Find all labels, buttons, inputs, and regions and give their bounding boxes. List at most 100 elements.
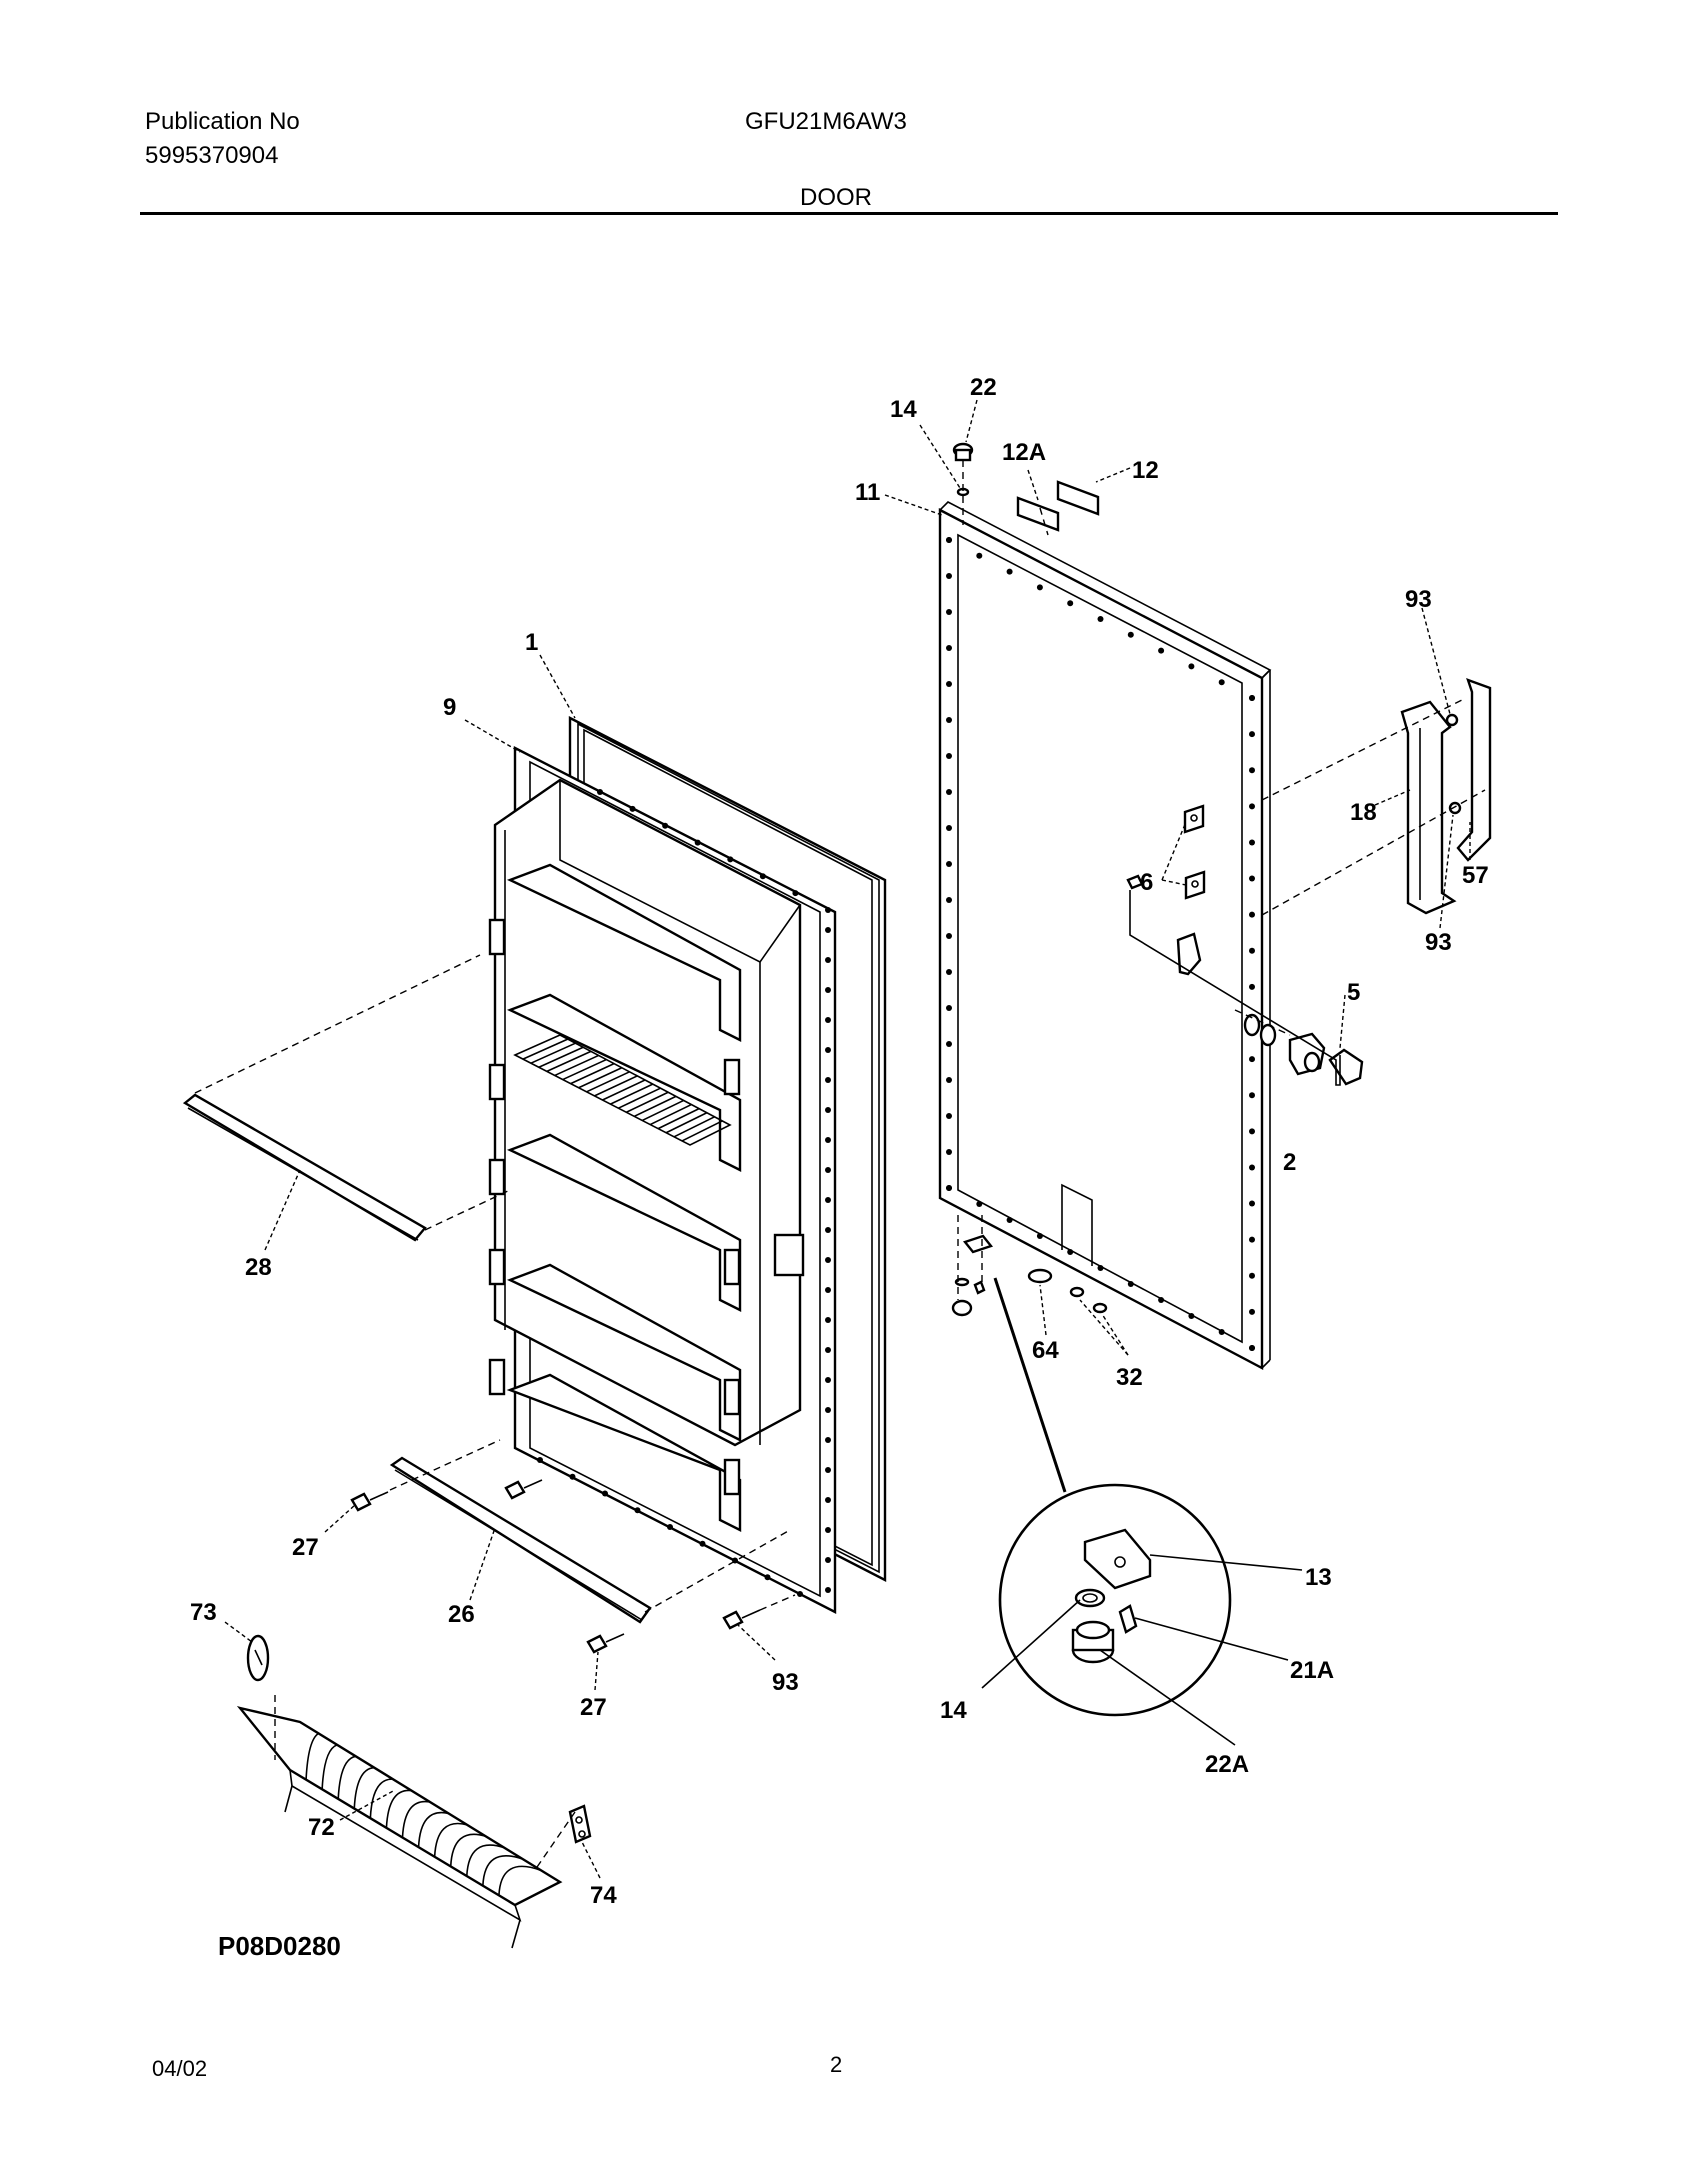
screw-hole xyxy=(694,839,701,846)
screw-hole xyxy=(946,969,952,975)
callout-2: 2 xyxy=(1283,1149,1296,1176)
screw-hole xyxy=(797,1591,803,1597)
screw-hole xyxy=(825,1587,831,1593)
rack-wire xyxy=(586,1071,630,1093)
screw-hole xyxy=(825,1077,831,1083)
alignment-lines xyxy=(194,460,1486,1871)
screw-hole xyxy=(946,1041,952,1047)
screw-hole xyxy=(1249,875,1255,882)
screw-hole xyxy=(825,1197,831,1203)
screw-hole xyxy=(825,1467,831,1473)
screw-hole xyxy=(825,1227,831,1233)
callout-27-left: 27 xyxy=(292,1534,319,1561)
screw-hole xyxy=(825,1317,831,1323)
callout-93-bottom: 93 xyxy=(772,1669,799,1696)
basket-rib xyxy=(321,1744,338,1790)
callout-64: 64 xyxy=(1032,1337,1059,1364)
label-12A xyxy=(1016,496,1060,532)
drawing-code: P08D0280 xyxy=(218,1931,341,1961)
screw-hole xyxy=(602,1490,608,1497)
screw-hole xyxy=(759,873,766,880)
screw-hole xyxy=(946,933,952,939)
screw-hole xyxy=(1036,584,1043,591)
callout-21A: 21A xyxy=(1290,1657,1334,1684)
handle-18 xyxy=(1400,700,1457,915)
rack-wire xyxy=(546,1050,592,1073)
clip-73 xyxy=(246,1634,270,1682)
rack-wire xyxy=(673,1116,715,1138)
screw-hole xyxy=(1127,1281,1134,1287)
screw-hole xyxy=(946,537,952,543)
handle-cover-57 xyxy=(1456,678,1492,862)
bracket-6-upper xyxy=(1183,804,1205,834)
screw-hole xyxy=(946,645,952,651)
screw-hole xyxy=(1097,1265,1104,1271)
screw-hole xyxy=(976,1201,983,1207)
screw-hole xyxy=(976,552,983,559)
screw-hole xyxy=(825,1167,831,1173)
basket-rib xyxy=(353,1766,375,1809)
screw-hole xyxy=(792,890,799,897)
rack-wire xyxy=(610,1083,654,1105)
screw-hole xyxy=(946,717,952,723)
rack-wire xyxy=(522,1038,569,1060)
screw-hole xyxy=(1249,1164,1255,1171)
rack-wire xyxy=(657,1107,700,1130)
hinge-detail-circle xyxy=(998,1483,1232,1717)
basket-rib xyxy=(305,1732,320,1780)
hinge-bushing-22 xyxy=(952,442,974,462)
rack-wire xyxy=(530,1042,576,1064)
plug-64 xyxy=(1027,1268,1053,1284)
rack-wire xyxy=(633,1095,677,1118)
screw-27-mid xyxy=(504,1479,543,1500)
model-number: GFU21M6AW3 xyxy=(745,108,907,135)
screw-hole xyxy=(825,1407,831,1413)
screws-32 xyxy=(1069,1286,1108,1314)
screw-hole xyxy=(1249,983,1255,990)
screw-hole xyxy=(946,609,952,615)
screw-hole xyxy=(825,1017,831,1023)
screw-hole xyxy=(1249,1056,1255,1063)
basket-rib xyxy=(337,1755,356,1799)
screw-hole xyxy=(1249,1128,1255,1135)
basket-rib xyxy=(449,1833,486,1867)
screw-hole xyxy=(946,1077,952,1083)
screw-hole xyxy=(825,1347,831,1353)
screw-hole xyxy=(825,1377,831,1383)
screw-hole xyxy=(946,861,952,867)
screw-hole xyxy=(1249,1200,1255,1207)
hinge-bracket-13-small xyxy=(962,1234,994,1254)
basket-rib xyxy=(433,1822,468,1857)
callout-14-top: 14 xyxy=(890,396,917,423)
screw-hole xyxy=(764,1574,771,1581)
screw-hole xyxy=(946,825,952,831)
callout-28: 28 xyxy=(245,1254,272,1281)
rack-wire xyxy=(641,1099,684,1122)
basket-rib xyxy=(465,1844,505,1877)
screw-hole xyxy=(1006,568,1013,575)
screw-hole xyxy=(825,1107,831,1113)
screw-hole xyxy=(825,1437,831,1443)
screw-hole xyxy=(1097,616,1104,622)
callout-32: 32 xyxy=(1116,1364,1143,1391)
door-basket-72 xyxy=(236,1706,563,1949)
screw-hole xyxy=(825,1137,831,1143)
screw-hole xyxy=(1249,839,1255,846)
screw-hole xyxy=(946,1005,952,1011)
screw-hole xyxy=(1249,695,1255,701)
screw-hole xyxy=(825,1257,831,1263)
rack-wire xyxy=(618,1087,661,1109)
basket-rib xyxy=(401,1800,431,1838)
screw-27-left xyxy=(350,1491,389,1512)
screw-93-bottom xyxy=(722,1609,761,1630)
leader-lines xyxy=(224,399,1471,1879)
screw-hole xyxy=(1249,1092,1255,1099)
rack-wire xyxy=(665,1112,708,1134)
screw-hole xyxy=(597,789,603,795)
screw-hole xyxy=(634,1507,641,1514)
screw-hole xyxy=(1249,1308,1255,1315)
callout-13: 13 xyxy=(1305,1564,1332,1591)
rack-wire xyxy=(626,1091,669,1113)
label-12 xyxy=(1056,480,1100,516)
callout-labels: 1 9 28 27 26 27 93 73 72 74 22 14 12A 12… xyxy=(190,374,1489,1961)
